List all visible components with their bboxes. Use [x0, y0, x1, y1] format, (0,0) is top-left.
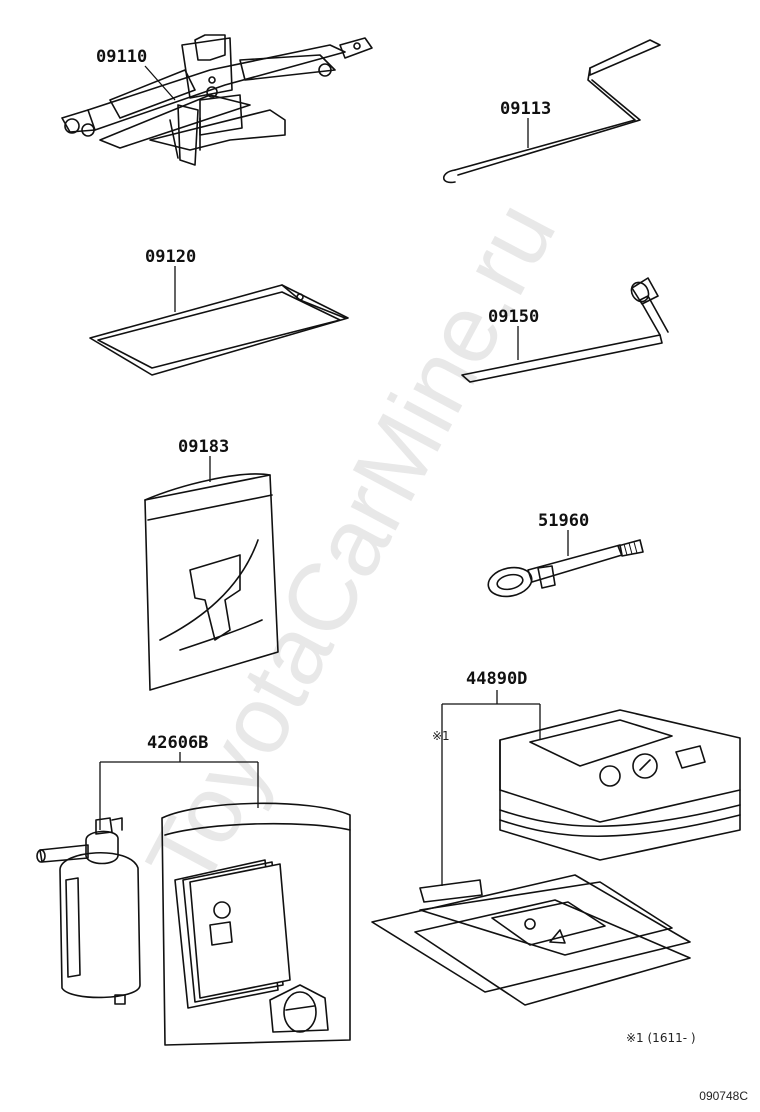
sealant-pouch-illustration: [161, 802, 351, 1046]
footnote: ※1 (1611- ): [626, 1031, 696, 1045]
part-label-wheel-nut-wrench: 09150: [488, 307, 539, 327]
part-label-tool-bag: 09120: [145, 247, 196, 267]
instruction-sheets-illustration: [371, 874, 691, 1006]
sealant-bottle-illustration: [36, 817, 141, 1005]
footnote-marker: ※1: [432, 729, 450, 743]
wheel-nut-wrench-illustration: [461, 277, 669, 383]
watermark: ToyotaCarMine.ru: [126, 185, 576, 904]
jack-handle-illustration: [442, 39, 661, 184]
part-label-tool-pouch: 09183: [178, 437, 229, 457]
tool-pouch-illustration: [144, 473, 279, 691]
jack-illustration: [61, 34, 373, 166]
towing-eye-illustration: [487, 539, 644, 598]
part-label-towing-eye: 51960: [538, 511, 589, 531]
tool-bag-illustration: [89, 284, 349, 376]
part-label-jack: 09110: [96, 47, 147, 67]
illustration-code: 090748C: [699, 1089, 748, 1103]
part-label-jack-handle: 09113: [500, 99, 551, 119]
part-label-repair-kit-compressor: 44890D: [466, 669, 527, 689]
part-label-repair-kit-sealant: 42606B: [147, 733, 208, 753]
compressor-illustration: [499, 709, 741, 861]
